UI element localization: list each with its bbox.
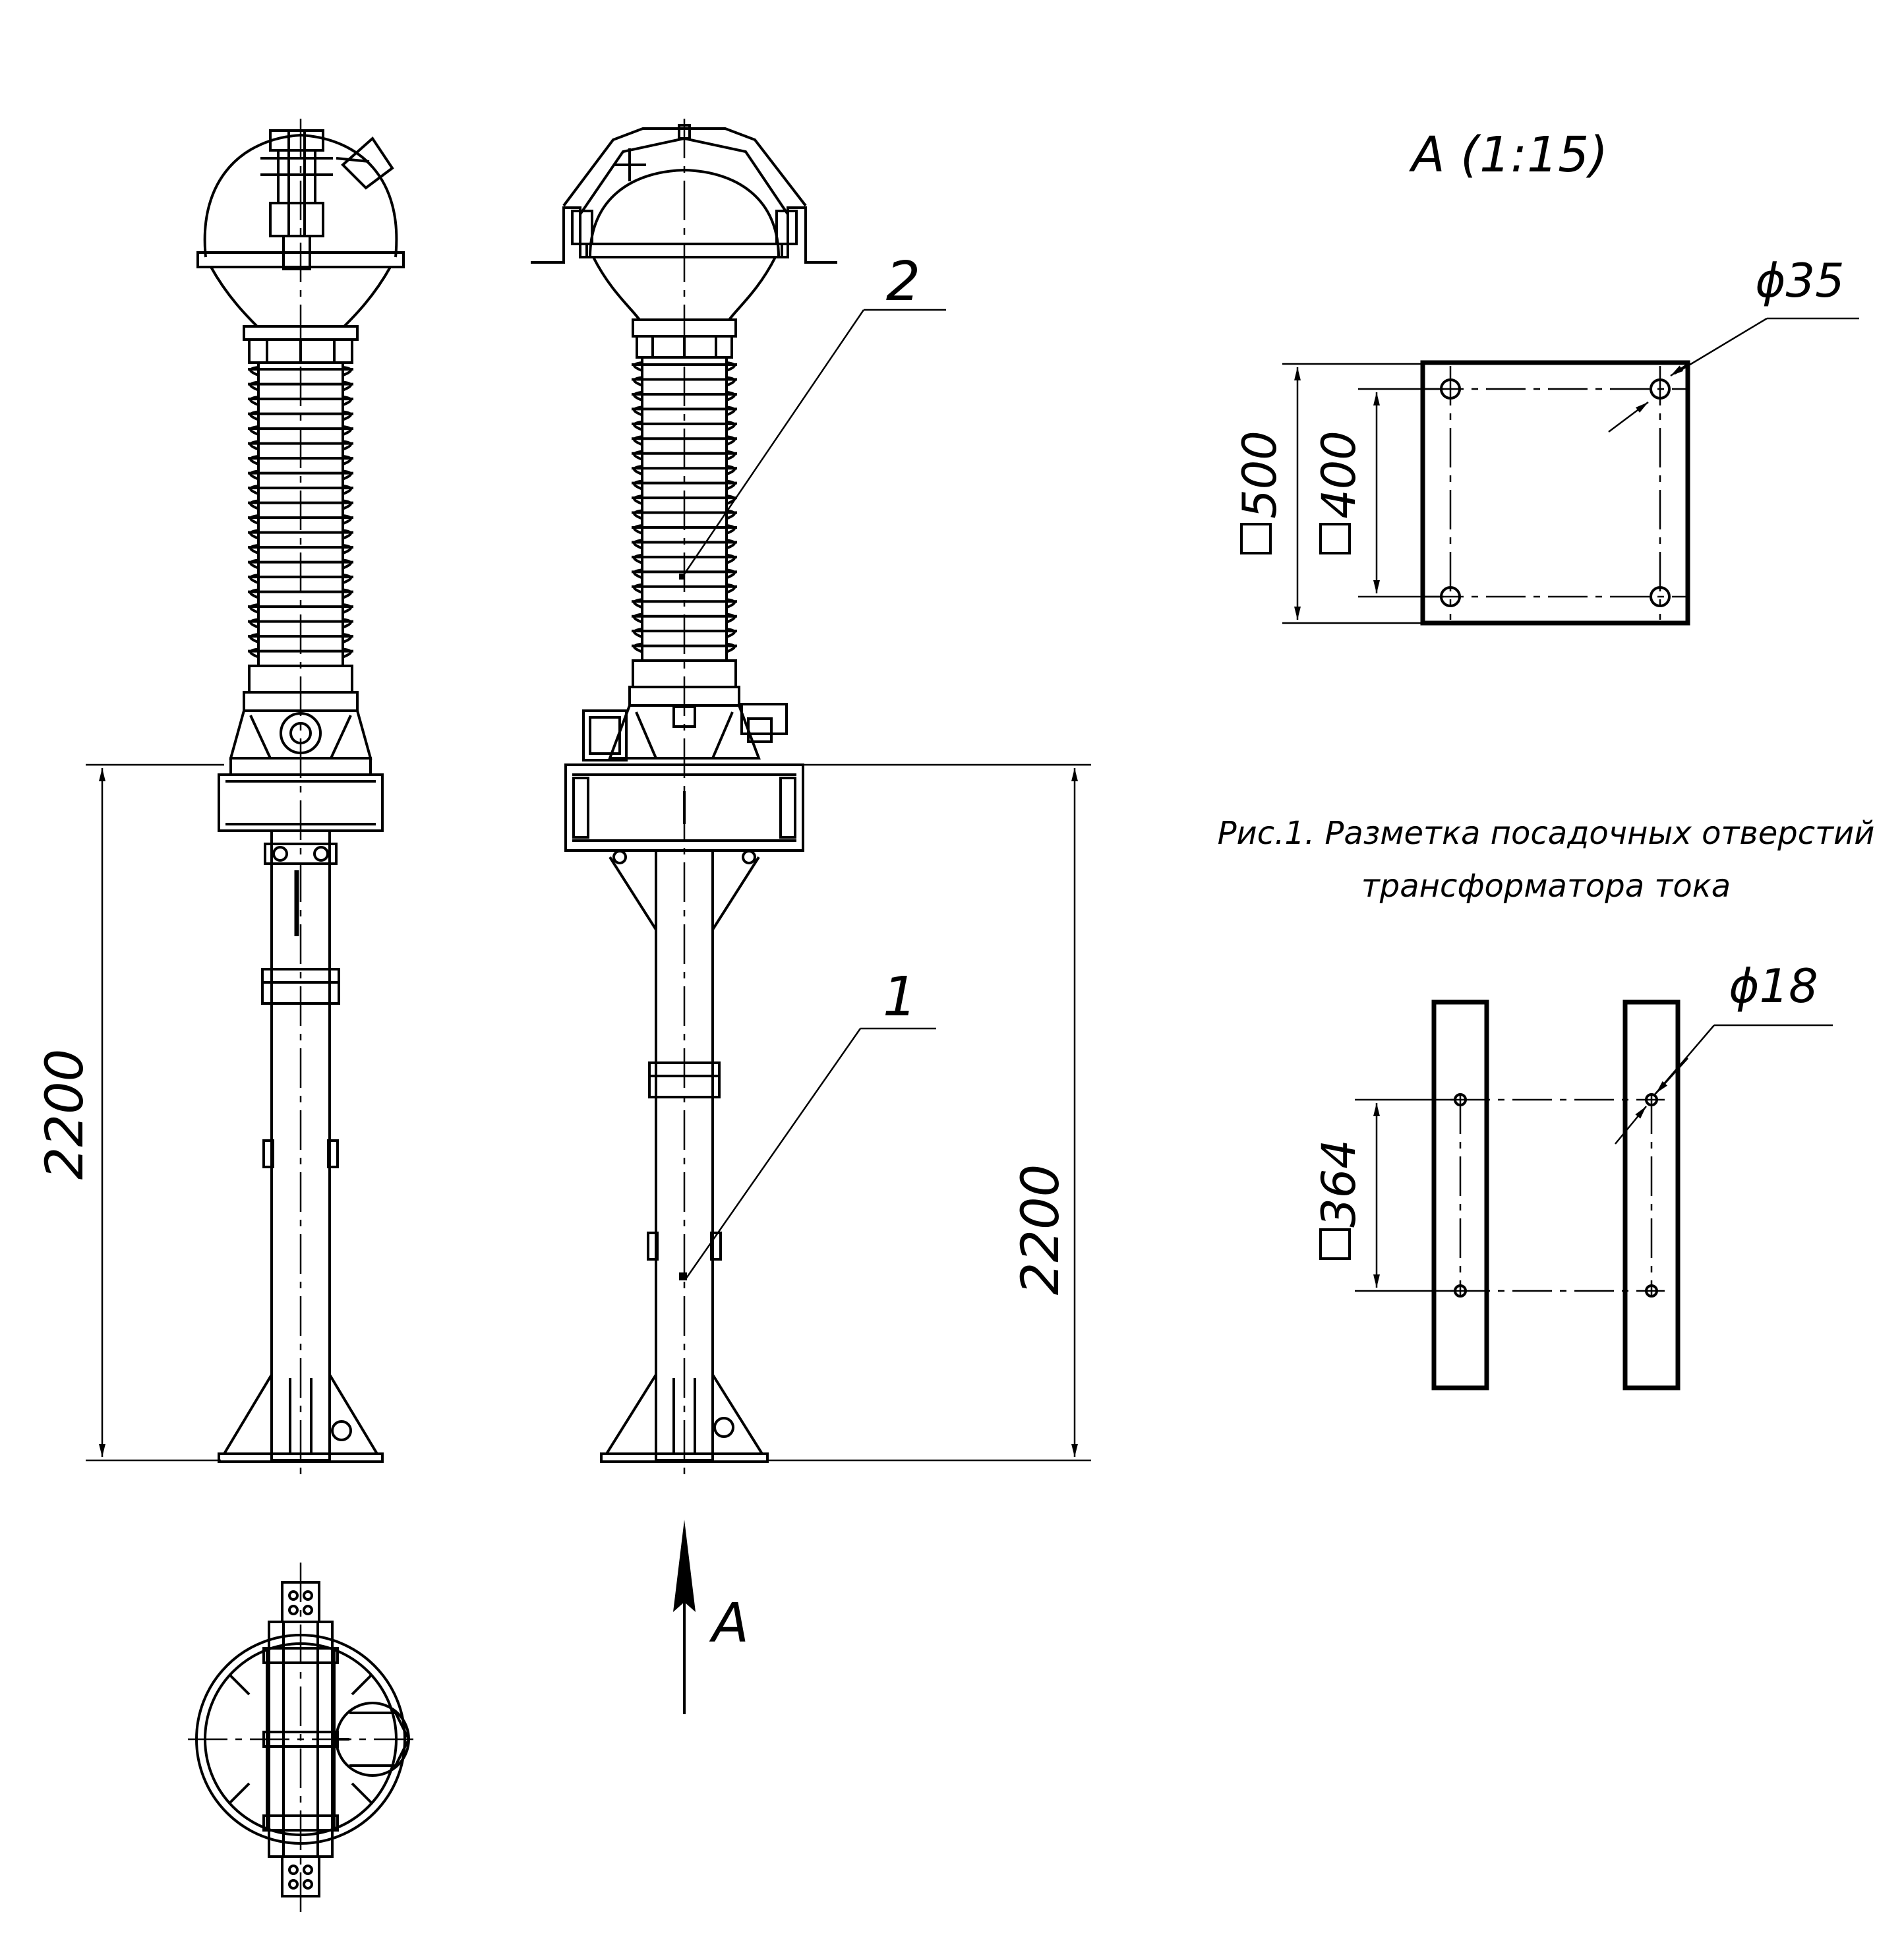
hole-diameter-18: ϕ18 [1729,959,1818,1013]
insulator-shed [248,410,353,421]
view-a-detail: А (1:15) ϕ35 500 400 [1233,127,1859,626]
sheds-right [632,361,737,653]
inner-square-400: 400 [1312,431,1366,519]
side-view-right [531,119,837,1477]
insulator-shed [248,544,353,554]
square-spacing-364: 364 [1312,1139,1366,1228]
insulator-shed [632,479,737,491]
callout-2-label: 2 [886,251,920,313]
insulator-shed [248,380,353,392]
insulator-shed [248,574,353,584]
outer-square-500: 500 [1233,431,1287,519]
view-arrow-label: А [709,1592,749,1655]
insulator-shed [632,390,737,402]
insulator-shed [248,588,353,599]
view-a-title: А (1:15) [1409,127,1608,183]
rails-detail: ϕ18 364 [1312,959,1833,1390]
dimension-2200-left: 2200 [36,763,224,1462]
caption-line2: трансформатора тока [1361,868,1731,905]
hole-diameter-35: ϕ35 [1755,254,1844,308]
insulator-shed [248,455,353,465]
callout-2: 2 [679,251,946,580]
dimension-2200-right: 2200 [767,763,1091,1462]
insulator-shed [632,583,737,594]
dimension-label-left: 2200 [36,1049,95,1180]
figure-caption: Рис.1. Разметка посадочных отверстий тра… [1218,815,1875,905]
insulator-shed [632,553,737,564]
caption-line1: Рис.1. Разметка посадочных отверстий [1218,815,1875,852]
insulator-shed [248,485,353,495]
insulator-shed [632,376,737,387]
insulator-shed [248,499,353,510]
insulator-shed [632,642,737,653]
sheds-left [248,366,353,659]
insulator-shed [632,450,737,461]
view-arrow-a: А [673,1520,749,1714]
insulator-shed [248,618,353,629]
callout-1-label: 1 [883,966,917,1029]
dimension-label-right: 2200 [1011,1164,1071,1296]
insulator-shed [632,405,737,417]
insulator-shed [248,633,353,643]
insulator-shed [632,509,737,520]
insulator-shed [248,366,353,376]
insulator-shed [632,628,737,639]
top-view-plan [188,1563,419,1912]
insulator-shed [248,514,353,525]
insulator-shed [248,558,353,570]
callout-1: 1 [684,966,936,1280]
insulator-shed [632,465,737,476]
insulator-shed [248,529,353,540]
front-view-left [196,119,405,1477]
insulator-shed [632,420,737,431]
insulator-shed [248,425,353,436]
insulator-shed [632,568,737,580]
insulator-shed [632,612,737,624]
insulator-shed [632,523,737,535]
insulator-shed [632,598,737,609]
insulator-shed [248,440,353,451]
insulator-shed [248,469,353,481]
insulator-shed [632,539,737,550]
insulator-shed [632,435,737,446]
insulator-shed [248,647,353,659]
insulator-shed [248,396,353,406]
insulator-shed [632,361,737,372]
insulator-shed [248,603,353,614]
